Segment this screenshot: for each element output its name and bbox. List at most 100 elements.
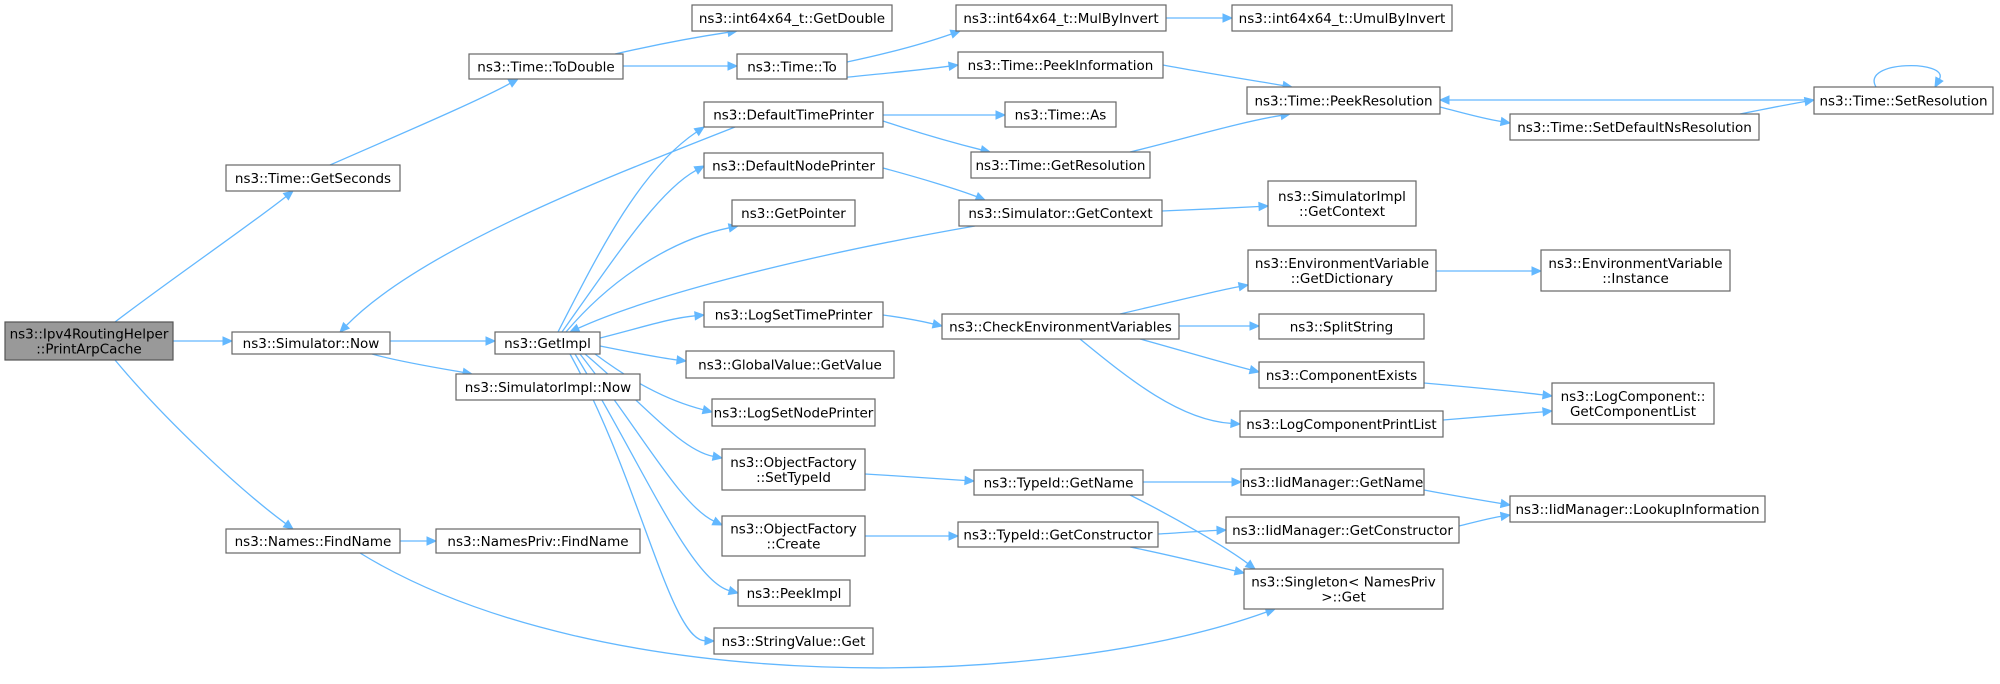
node-splitString[interactable]: ns3::SplitString xyxy=(1258,313,1425,340)
node-box[interactable] xyxy=(1509,495,1766,523)
node-box[interactable] xyxy=(955,4,1167,32)
node-typeIdGetCtor[interactable]: ns3::TypeId::GetConstructor xyxy=(957,521,1159,548)
node-box[interactable] xyxy=(970,151,1151,179)
edge-iidGetCtor-to-iidLookupInfo xyxy=(1458,511,1512,527)
node-timeAs[interactable]: ns3::Time::As xyxy=(1004,101,1117,128)
node-getDouble[interactable]: ns3::int64x64_t::GetDouble xyxy=(691,4,893,32)
node-label: ns3::PeekImpl xyxy=(747,586,842,602)
node-envGetDict[interactable]: ns3::EnvironmentVariable::GetDictionary xyxy=(1247,249,1437,292)
node-stringGet[interactable]: ns3::StringValue::Get xyxy=(713,627,874,655)
node-setResolution[interactable]: ns3::Time::SetResolution xyxy=(1813,86,1994,115)
node-logSetNodePrinter[interactable]: ns3::LogSetNodePrinter xyxy=(711,398,876,427)
node-label: ns3::ComponentExists xyxy=(1266,368,1417,384)
node-logSetTimePrinter[interactable]: ns3::LogSetTimePrinter xyxy=(703,301,884,328)
node-box[interactable] xyxy=(1813,86,1994,115)
node-label: ns3::StringValue::Get xyxy=(722,634,866,650)
node-peekImpl[interactable]: ns3::PeekImpl xyxy=(737,579,851,607)
node-label: ns3::SplitString xyxy=(1290,320,1394,336)
node-box[interactable] xyxy=(957,51,1164,79)
node-box[interactable] xyxy=(4,321,174,361)
node-box[interactable] xyxy=(703,301,884,328)
node-box[interactable] xyxy=(1540,249,1731,292)
node-box[interactable] xyxy=(685,350,895,379)
node-getSeconds[interactable]: ns3::Time::GetSeconds xyxy=(225,164,401,192)
node-box[interactable] xyxy=(973,469,1144,496)
node-timeTo[interactable]: ns3::Time::To xyxy=(736,53,848,80)
node-peekResolution[interactable]: ns3::Time::PeekResolution xyxy=(1246,86,1441,115)
node-ofCreate[interactable]: ns3::ObjectFactory::Create xyxy=(721,515,866,557)
node-box[interactable] xyxy=(1246,86,1441,115)
node-box[interactable] xyxy=(1267,180,1417,227)
node-box[interactable] xyxy=(435,528,641,554)
node-setDefaultNsRes[interactable]: ns3::Time::SetDefaultNsResolution xyxy=(1509,113,1760,141)
node-simImplNow[interactable]: ns3::SimulatorImpl::Now xyxy=(455,373,641,401)
node-box[interactable] xyxy=(721,515,866,557)
node-box[interactable] xyxy=(1231,4,1453,32)
node-compExists[interactable]: ns3::ComponentExists xyxy=(1258,361,1425,389)
node-box[interactable] xyxy=(721,448,866,491)
node-box[interactable] xyxy=(731,199,856,227)
edge-getImpl-to-logSetNodePrinter xyxy=(594,353,714,415)
node-box[interactable] xyxy=(1239,410,1444,438)
node-box[interactable] xyxy=(711,398,876,427)
node-box[interactable] xyxy=(1243,568,1444,610)
node-label: ::GetDictionary xyxy=(1291,271,1393,287)
node-iidGetName[interactable]: ns3::IidManager::GetName xyxy=(1240,468,1425,496)
node-getResolution[interactable]: ns3::Time::GetResolution xyxy=(970,151,1151,179)
node-box[interactable] xyxy=(1225,516,1460,544)
node-box[interactable] xyxy=(468,53,624,80)
node-mulByInvert[interactable]: ns3::int64x64_t::MulByInvert xyxy=(955,4,1167,32)
node-box[interactable] xyxy=(225,164,401,192)
node-box[interactable] xyxy=(703,152,884,179)
node-iidGetCtor[interactable]: ns3::IidManager::GetConstructor xyxy=(1225,516,1460,544)
node-typeIdGetName[interactable]: ns3::TypeId::GetName xyxy=(973,469,1144,496)
node-box[interactable] xyxy=(736,53,848,80)
node-iidLookupInfo[interactable]: ns3::IidManager::LookupInformation xyxy=(1509,495,1766,523)
node-box[interactable] xyxy=(941,313,1180,340)
node-box[interactable] xyxy=(703,101,884,128)
node-box[interactable] xyxy=(455,373,641,401)
node-namesFind[interactable]: ns3::Names::FindName xyxy=(225,528,401,554)
node-box[interactable] xyxy=(231,331,391,355)
node-umulByInvert[interactable]: ns3::int64x64_t::UmulByInvert xyxy=(1231,4,1453,32)
node-box[interactable] xyxy=(1247,249,1437,292)
node-box[interactable] xyxy=(1258,361,1425,389)
node-globalGetValue[interactable]: ns3::GlobalValue::GetValue xyxy=(685,350,895,379)
edge-getImpl-to-logSetTimePrinter xyxy=(599,311,706,339)
node-ofSetTypeId[interactable]: ns3::ObjectFactory::SetTypeId xyxy=(721,448,866,491)
node-namesPrivFind[interactable]: ns3::NamesPriv::FindName xyxy=(435,528,641,554)
node-root[interactable]: ns3::Ipv4RoutingHelper::PrintArpCache xyxy=(4,321,174,361)
node-label: ns3::Singleton< NamesPriv xyxy=(1251,575,1436,591)
edge-logCompPrintList-to-logCompGetList xyxy=(1442,407,1554,421)
node-box[interactable] xyxy=(1258,313,1425,340)
node-simNow[interactable]: ns3::Simulator::Now xyxy=(231,331,391,355)
node-peekInfo[interactable]: ns3::Time::PeekInformation xyxy=(957,51,1164,79)
node-box[interactable] xyxy=(1551,382,1715,425)
node-box[interactable] xyxy=(225,528,401,554)
node-getPointer[interactable]: ns3::GetPointer xyxy=(731,199,856,227)
node-defNodePrinter[interactable]: ns3::DefaultNodePrinter xyxy=(703,152,884,179)
node-box[interactable] xyxy=(957,521,1159,548)
edge-simGetContext-to-simImplGetContext xyxy=(1161,201,1270,212)
node-box[interactable] xyxy=(1240,468,1425,496)
node-logCompGetList[interactable]: ns3::LogComponent::GetComponentList xyxy=(1551,382,1715,425)
node-box[interactable] xyxy=(691,4,893,32)
node-box[interactable] xyxy=(713,627,874,655)
node-envInstance[interactable]: ns3::EnvironmentVariable::Instance xyxy=(1540,249,1731,292)
node-toDouble[interactable]: ns3::Time::ToDouble xyxy=(468,53,624,80)
node-simGetContext[interactable]: ns3::Simulator::GetContext xyxy=(958,199,1163,227)
node-box[interactable] xyxy=(958,199,1163,227)
edge-typeIdGetCtor-to-singletonGet xyxy=(1129,546,1246,576)
node-box[interactable] xyxy=(1509,113,1760,141)
node-logCompPrintList[interactable]: ns3::LogComponentPrintList xyxy=(1239,410,1444,438)
node-box[interactable] xyxy=(494,331,601,355)
edge-getImpl-to-globalGetValue xyxy=(599,345,688,365)
node-singletonGet[interactable]: ns3::Singleton< NamesPriv >::Get xyxy=(1243,568,1444,610)
edge-root-to-simNow xyxy=(172,336,234,346)
node-simImplGetContext[interactable]: ns3::SimulatorImpl::GetContext xyxy=(1267,180,1417,227)
node-getImpl[interactable]: ns3::GetImpl xyxy=(494,331,601,355)
node-checkEnv[interactable]: ns3::CheckEnvironmentVariables xyxy=(941,313,1180,340)
node-box[interactable] xyxy=(737,579,851,607)
node-defTimePrinter[interactable]: ns3::DefaultTimePrinter xyxy=(703,101,884,128)
node-box[interactable] xyxy=(1004,101,1117,128)
